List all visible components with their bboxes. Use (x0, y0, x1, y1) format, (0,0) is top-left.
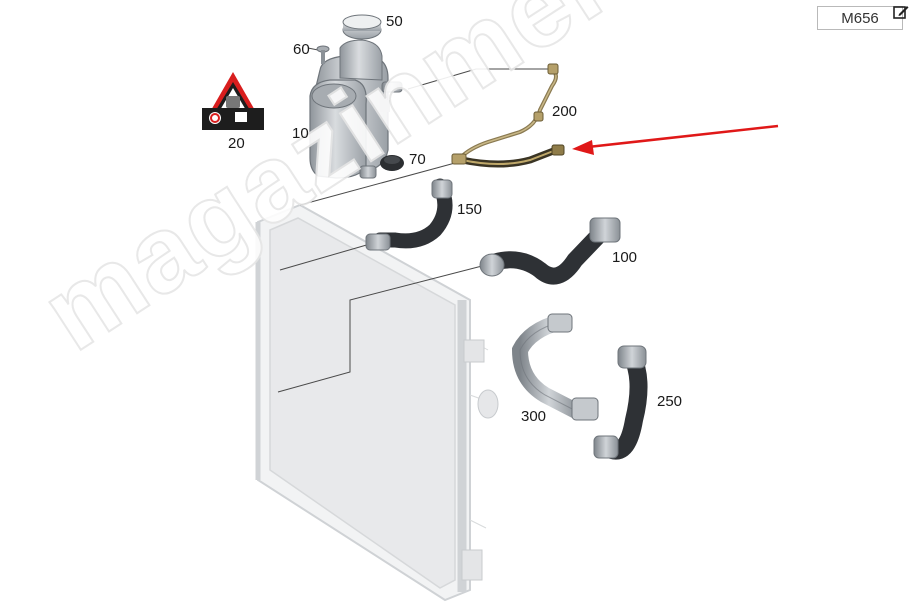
label-200: 200 (552, 103, 578, 120)
edit-icon[interactable] (893, 4, 909, 20)
expansion-tank (309, 39, 403, 179)
label-50: 50 (386, 13, 403, 30)
label-150: 150 (457, 201, 483, 218)
hose-100 (479, 217, 621, 285)
hose-250 (593, 345, 648, 460)
label-300: 300 (521, 408, 547, 425)
coolant-line (451, 63, 565, 168)
radiator (255, 203, 499, 602)
hose-150 (365, 178, 453, 251)
diagram-code-badge[interactable]: M656 (817, 6, 903, 30)
leader-lines (277, 47, 548, 393)
label-250: 250 (657, 393, 683, 410)
warning-label-icon (202, 72, 264, 130)
label-20: 20 (228, 135, 245, 152)
cap (342, 14, 382, 40)
label-10: 10 (292, 125, 309, 142)
red-arrow (572, 124, 779, 155)
label-70: 70 (409, 151, 426, 168)
rubber-mount (380, 155, 404, 171)
pipe-300 (511, 313, 599, 421)
label-60: 60 (293, 41, 310, 58)
screw (316, 45, 330, 64)
label-100: 100 (612, 249, 638, 266)
